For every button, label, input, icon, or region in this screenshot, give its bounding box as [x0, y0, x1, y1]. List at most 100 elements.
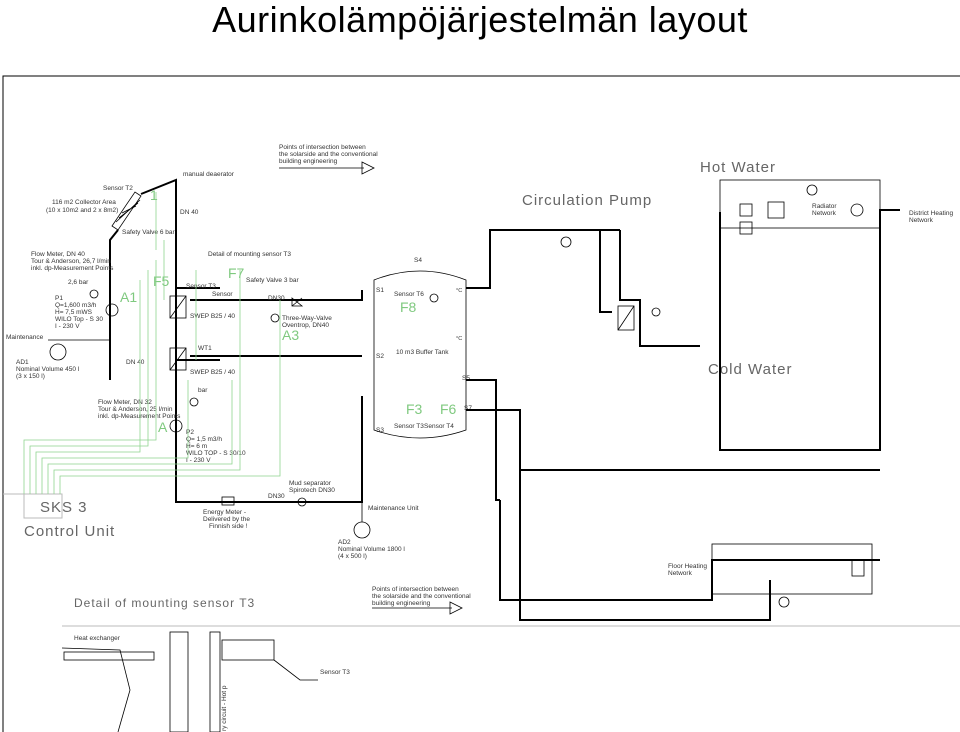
detail-pipe-vertical — [209, 631, 221, 732]
label-hot-water: Hot Water — [700, 159, 776, 176]
label-swep-1: SWEP B25 / 40 — [190, 313, 235, 320]
label-circulation-pump: Circulation Pump — [522, 192, 652, 209]
label-collector-2: (10 x 10m2 and 2 x 8m2) — [46, 207, 118, 214]
label-p2-2: Q= 1,5 m3/h — [186, 436, 222, 443]
intersection-note-top-2: the solarside and the conventional — [279, 151, 378, 158]
label-ad2-2: Nominal Volume 1800 l — [338, 546, 405, 553]
label-flow-meter-2b: Tour & Anderson, 25 l/min — [98, 406, 173, 413]
label-ad1-2: Nominal Volume 450 l — [16, 366, 80, 373]
label-p1-2: Q=1,600 m3/h — [55, 302, 97, 309]
drawing-frame — [2, 75, 960, 732]
label-hot-pipe: ry circuit - Hot p — [221, 685, 228, 731]
label-bar-small: bar — [198, 387, 208, 394]
mud-separator-icon — [297, 497, 307, 507]
label-s1: S1 — [376, 287, 384, 294]
label-degc-1: °C — [456, 288, 462, 294]
label-degc-2: °C — [456, 336, 462, 342]
label-buffer-tank: 10 m3 Buffer Tank — [396, 349, 449, 356]
label-sensor-t3-detail: Sensor T3 — [320, 669, 350, 676]
detail-pipe-horizontal — [63, 651, 155, 661]
hx-lower-diag — [169, 347, 187, 371]
hot-water-box — [719, 179, 881, 229]
sks3-control-box — [23, 493, 63, 519]
intersection-note-bottom-1: Points of intersection between — [372, 586, 459, 593]
label-detail-mounting-t3: Detail of mounting sensor T3 — [208, 251, 291, 258]
pipe-tank-out-top — [466, 229, 620, 289]
label-district-1: District Heating — [909, 210, 953, 217]
pipe-cold — [639, 318, 700, 347]
label-floor-heating-2: Network — [668, 570, 693, 577]
gauge-icon — [89, 289, 99, 299]
label-p1-1: P1 — [55, 295, 63, 302]
label-p2-3: H= 6 m — [186, 443, 207, 450]
label-ad2-3: (4 x 500 l) — [338, 553, 367, 560]
label-maintenance-left: Maintenance — [6, 334, 44, 341]
label-flow-meter-2a: Flow Meter, DN 32 — [98, 399, 152, 406]
pipe-tank-out-mid — [466, 379, 500, 501]
label-radiator-1: Radiator — [812, 203, 837, 210]
intersection-note-bottom-3: building engineering — [372, 600, 431, 607]
label-dn40-mid: DN 40 — [126, 359, 145, 366]
pipe-circulation — [599, 230, 612, 313]
label-sks3: SKS 3 — [40, 499, 88, 516]
intersection-arrow-top — [279, 161, 375, 175]
label-p1-5: I - 230 V — [55, 323, 80, 330]
pipe-floor — [499, 500, 880, 601]
label-s3: S3 — [376, 427, 384, 434]
tag-1: 1 — [150, 187, 158, 203]
label-control-unit: Control Unit — [24, 523, 115, 540]
intersection-note-top-3: building engineering — [279, 158, 338, 165]
heat-exchanger-lower — [169, 347, 187, 371]
intersection-note-top-1: Points of intersection between — [279, 144, 366, 151]
label-heat-exchanger: Heat exchanger — [74, 635, 121, 642]
label-energy-meter-2: Delivered by the — [203, 516, 250, 523]
label-dn40-top: DN 40 — [180, 209, 199, 216]
label-detail-title: Detail of mounting sensor T3 — [74, 596, 255, 610]
tag-f8: F8 — [400, 299, 417, 315]
gauge-lower-icon — [189, 397, 199, 407]
radiator-network-icon — [850, 203, 864, 217]
heat-exchanger-central — [617, 305, 635, 331]
label-maintenance-unit: Maintenance Unit — [368, 505, 419, 512]
label-ad2-1: AD2 — [338, 539, 351, 546]
label-radiator-2: Network — [812, 210, 837, 217]
label-mud-sep-1: Mud separator — [289, 480, 332, 487]
pipe-tank-out-low — [466, 409, 880, 471]
label-dn30-bottom: DN30 — [268, 493, 285, 500]
pipe-district — [719, 209, 900, 451]
label-cold-water: Cold Water — [708, 361, 792, 378]
gauge-mid-icon — [270, 313, 280, 323]
hx-hot-water-3 — [767, 201, 785, 219]
solar-collector — [111, 191, 142, 231]
label-energy-meter-1: Energy Meter - — [203, 509, 246, 516]
tag-f3: F3 — [406, 401, 423, 417]
pipe-collector-flow — [140, 178, 363, 503]
detail-insulation — [221, 639, 275, 661]
pipe-hw-1 — [619, 230, 641, 318]
control-wiring-2 — [155, 192, 197, 360]
label-pressure-26: 2,6 bar — [68, 279, 89, 286]
control-wiring — [23, 260, 281, 494]
label-sensor-t3-b: Sensor — [212, 291, 233, 298]
label-s2: S2 — [376, 353, 384, 360]
label-sensor-t2: Sensor T2 — [103, 185, 133, 192]
label-s7: S7 — [464, 405, 472, 412]
tag-f6: F6 — [440, 401, 457, 417]
label-s5: S5 — [462, 375, 470, 382]
hx-hot-water-2 — [739, 221, 753, 235]
label-manual-deaerator: manual deaerator — [183, 171, 235, 178]
detail-flange — [169, 631, 189, 732]
label-swep-2: SWEP B25 / 40 — [190, 369, 235, 376]
label-sensor-t3-t4: Sensor T3 — [394, 423, 424, 430]
label-p2-1: P2 — [186, 429, 194, 436]
label-wt1: WT1 — [198, 345, 212, 352]
label-s4: S4 — [414, 257, 422, 264]
heat-exchanger-upper — [169, 295, 187, 319]
pump-floor-icon — [778, 596, 790, 608]
pump-p1-icon — [105, 303, 119, 317]
collector-hatch — [115, 199, 141, 223]
label-mud-sep-2: Spirotech DN30 — [289, 487, 335, 494]
energy-meter-icon — [221, 496, 235, 506]
pipe-collector-return — [109, 229, 119, 380]
label-sensor-t3-a: Sensor T3 — [186, 283, 216, 290]
